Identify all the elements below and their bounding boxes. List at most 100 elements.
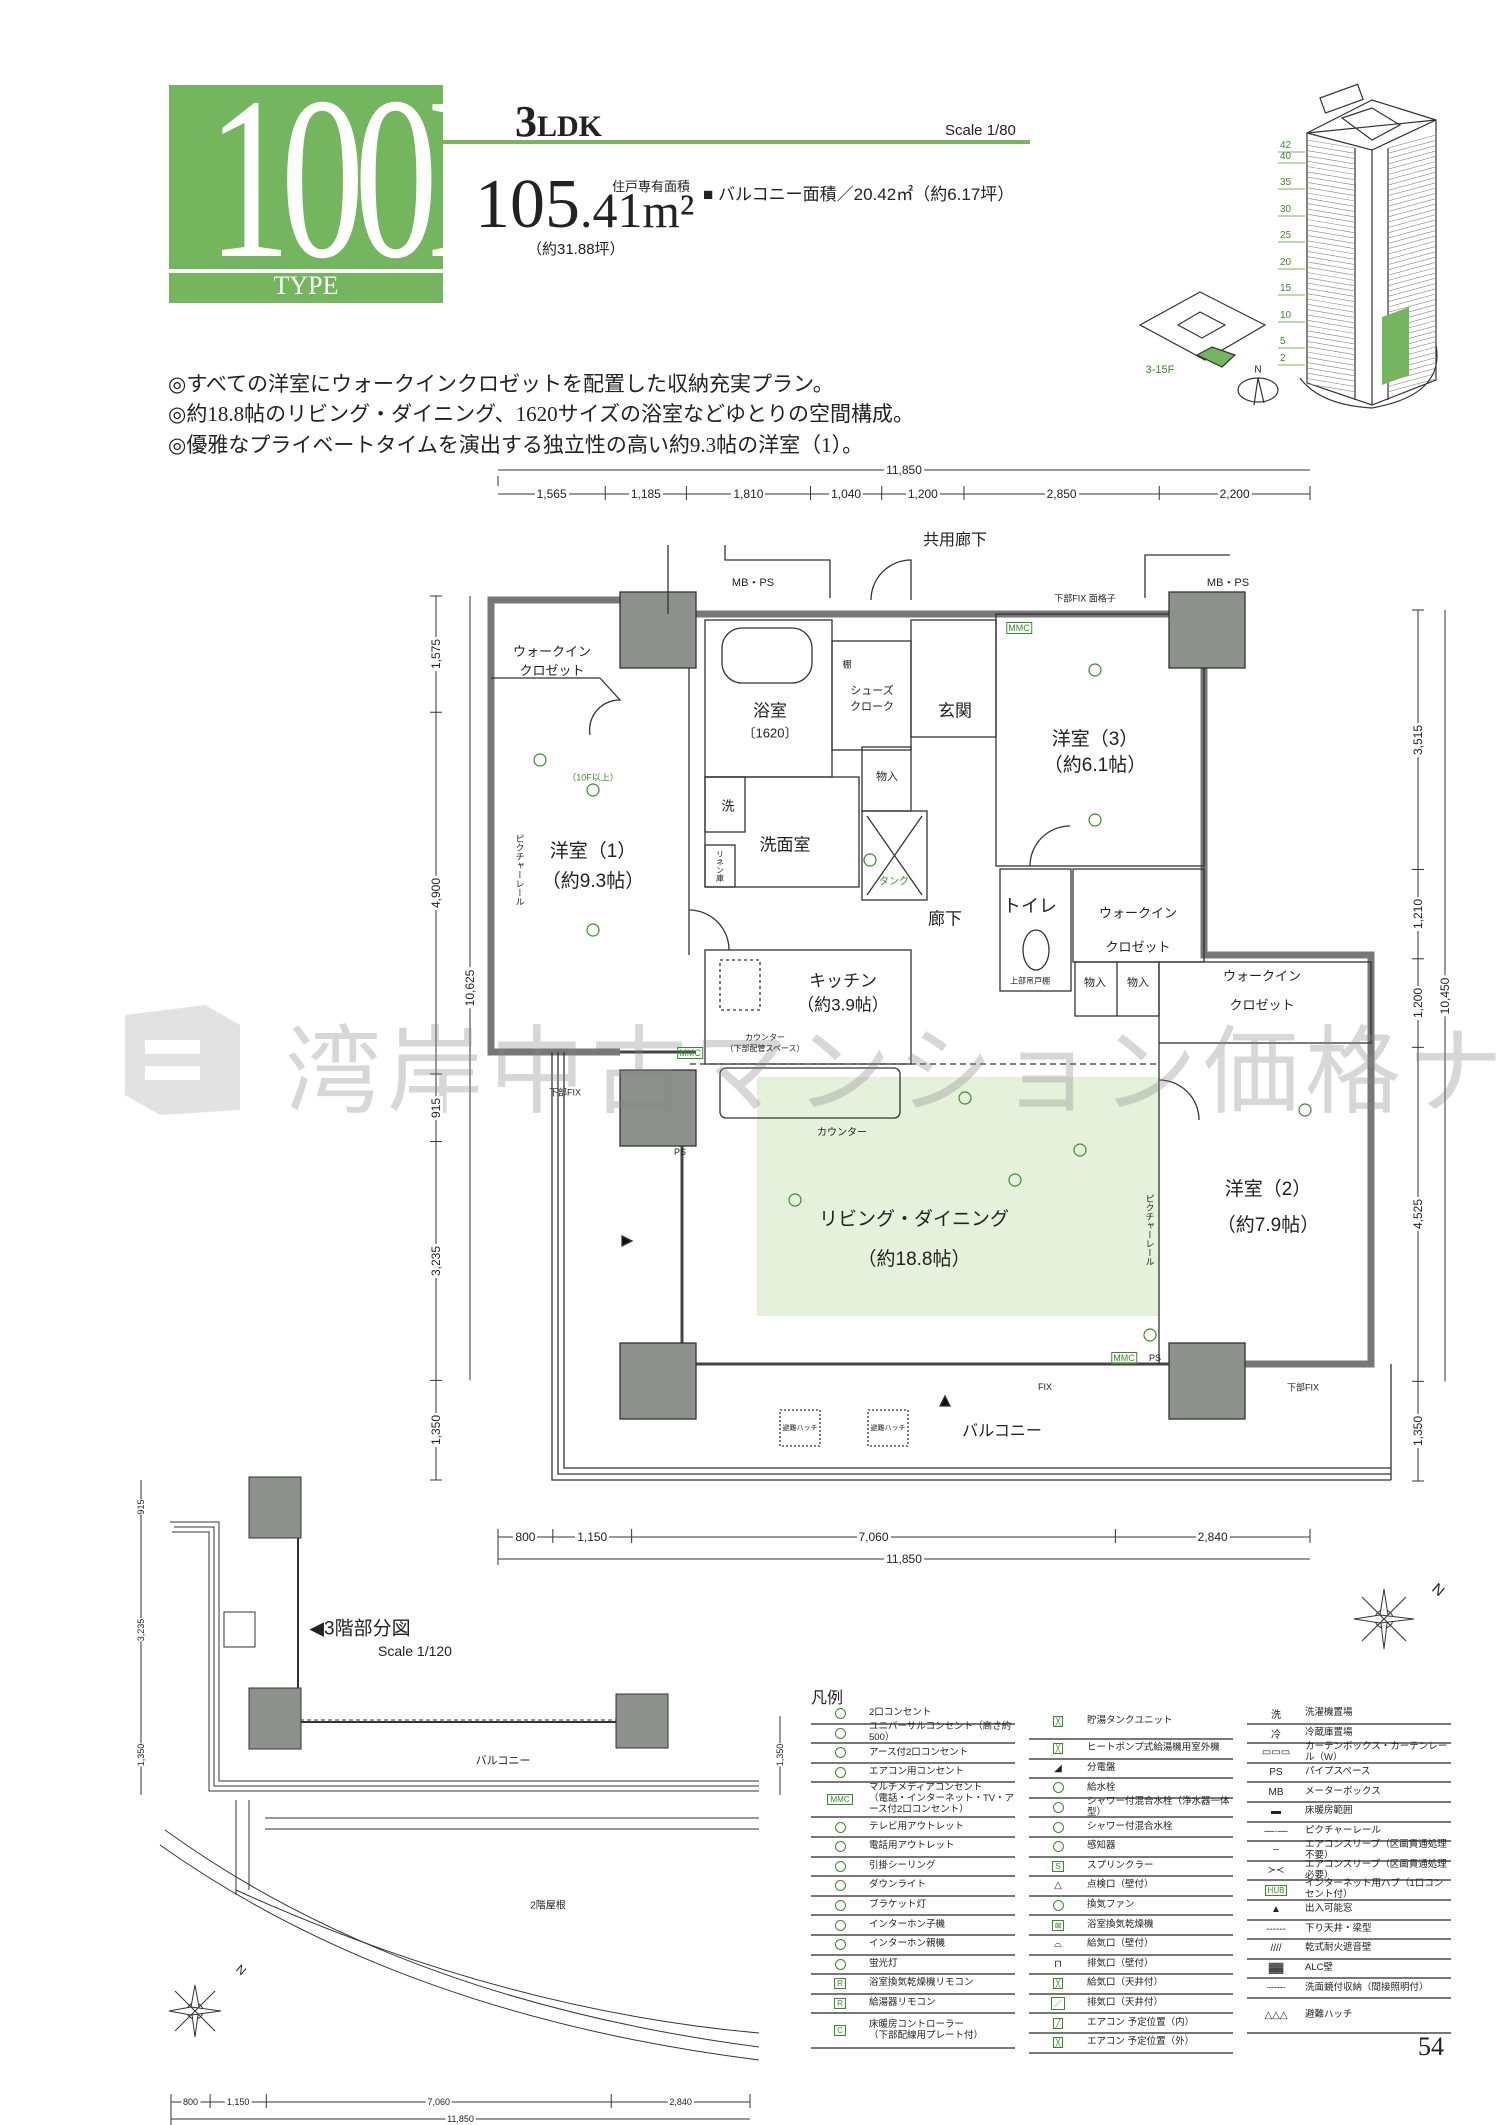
area-int: 105 [475, 166, 580, 243]
legend-symbol-icon [811, 1880, 869, 1892]
legend-label: 給水栓 [1087, 1781, 1116, 1793]
legend-label: 給気口（壁付） [1087, 1938, 1154, 1950]
floor-label: 25 [1280, 230, 1292, 241]
legend-symbol-icon: ▓▓ [1247, 1963, 1305, 1974]
legend-label: 給気口（天井付） [1087, 1977, 1164, 1989]
legend-label: エアコン 予定位置（外） [1087, 2036, 1195, 2048]
floor-label: 2 [1280, 353, 1286, 364]
symbol-glyph [834, 1727, 846, 1739]
legend-label: 2口コンセント [869, 1707, 932, 1719]
legend-symbol-icon: R [811, 1978, 869, 1990]
room-wic2: ウォークイン [1222, 968, 1302, 984]
dimension-label: 800 [513, 1530, 538, 1544]
symbol-glyph: ／ [1051, 1997, 1065, 2011]
counter-label: カウンター [817, 1127, 867, 1139]
legend-symbol-icon: ------ [1247, 1924, 1305, 1935]
symbol-glyph [1052, 1782, 1064, 1794]
legend-symbol-icon [811, 1860, 869, 1872]
legend-symbol-icon [1029, 1821, 1087, 1833]
balcony-rails [551, 1052, 1392, 1481]
partial-balcony-label: バルコニー [475, 1755, 531, 1767]
legend-label: パイプスペース [1305, 1766, 1371, 1778]
symbol-glyph [1052, 1900, 1064, 1912]
dimension-label: 1,200 [1411, 986, 1425, 1021]
legend-item: ▓▓ALC壁 [1247, 1960, 1451, 1980]
floor-plate [1138, 291, 1267, 361]
symbol-glyph: ▓▓ [1268, 1963, 1284, 1975]
symbol-glyph: ┄ [1272, 1845, 1280, 1857]
legend-label: 電話用アウトレット [869, 1840, 955, 1852]
symbol-glyph: ▬ [1271, 1806, 1281, 1818]
symbol-glyph [834, 1747, 846, 1759]
legend-symbol-icon [811, 1958, 869, 1970]
dimension-label: 2,200 [1217, 487, 1252, 501]
picture-rail-label: ピクチャーレール [1144, 1194, 1155, 1266]
room-western1-size: （約9.3帖） [541, 871, 645, 893]
feature-bullet: ◎すべての洋室にウォークインクロゼットを配置した収納充実プラン。 [168, 372, 834, 396]
floor-plan [487, 545, 1392, 1481]
legend-item: ╳ヒートポンプ式給湯機用室外機 [1029, 1740, 1233, 1760]
symbol-glyph: ◢ [1054, 1762, 1062, 1774]
legend-label: エアコンスリーブ（区画貫通処理不要） [1305, 1839, 1447, 1861]
symbol-glyph: ╳ [1052, 1743, 1064, 1755]
partial-plan-scale: Scale 1/120 [378, 1643, 452, 1659]
symbol-glyph [834, 1939, 846, 1951]
symbol-glyph [834, 1919, 846, 1931]
legend-symbol-icon: R [811, 1998, 869, 2010]
legend-item: ┄ エアコンスリーブ（区画貫通処理不要） [1247, 1839, 1451, 1862]
column [248, 1476, 302, 1539]
unit-plate-highlight [1195, 346, 1237, 368]
legend-item: ▲出入可能窓 [1247, 1901, 1451, 1921]
legend-label: アース付2口コンセント [869, 1746, 969, 1758]
floor-heating-area [757, 1077, 1159, 1316]
dimension-label: 1,185 [628, 487, 663, 501]
column [619, 1342, 697, 1420]
type-code: 100E [207, 85, 443, 303]
legend-item: 冷冷蔵庫置場 [1247, 1725, 1451, 1745]
legend-symbol-icon [811, 1841, 869, 1853]
mmc-outlet: MMC [1111, 1352, 1137, 1364]
exterior-wall [487, 596, 620, 1056]
dimension-label: 7,060 [425, 2097, 453, 2107]
symbol-glyph: 冷 [1271, 1729, 1281, 1741]
room-western3-size: （約6.1帖） [1043, 755, 1147, 777]
room-storage: 物入 [1084, 977, 1106, 989]
legend-symbol-icon: S [1029, 1860, 1087, 1872]
legend-symbol-icon: ⊠ [1029, 1919, 1087, 1931]
building-diagram [1138, 83, 1438, 409]
room-entrance: 玄関 [938, 701, 972, 721]
symbol-glyph: //// [1270, 1943, 1282, 1955]
legend-symbol-icon: —·— [1247, 1826, 1305, 1837]
sprinkler-note: （10F以上） [567, 772, 619, 783]
column [619, 1069, 697, 1147]
legend-label: 床暖房範囲 [1305, 1805, 1353, 1817]
area-tsubo: （約31.88坪） [527, 241, 625, 258]
legend-symbol-icon [811, 1939, 869, 1951]
legend-item: テレビ用アウトレット [811, 1818, 1015, 1838]
legend-label: テレビ用アウトレット [869, 1820, 965, 1832]
dimension-label: 2,840 [667, 2097, 694, 2107]
compass-icon [168, 1984, 222, 2038]
floor-label: 42 [1280, 140, 1292, 151]
ps-label: PS [673, 1147, 687, 1157]
legend-label: 出入可能窓 [1305, 1903, 1353, 1915]
room-wic3: ウォークイン [1098, 905, 1178, 921]
symbol-glyph: ▭▭▭ [1261, 1747, 1291, 1759]
legend-item: 洗洗濯機置場 [1247, 1705, 1451, 1725]
title-rule [443, 140, 1030, 144]
legend-symbol-icon: HUB [1247, 1884, 1305, 1896]
symbol-glyph: 洗 [1271, 1710, 1281, 1722]
legend-title: 凡例 [811, 1690, 844, 1707]
area-dec: .41 [580, 182, 643, 238]
legend-label: ダウンライト [869, 1879, 927, 1891]
legend-symbol-icon: ▭▭▭ [1247, 1747, 1305, 1758]
legend-item: ユニバーサルコンセント（高さ約500） [811, 1722, 1015, 1745]
symbol-glyph: ⊓ [1054, 1958, 1062, 1970]
column [248, 1687, 302, 1750]
legend-item: シャワー付混合水栓 [1029, 1818, 1233, 1838]
mbps-label: MB・PS [1206, 577, 1250, 589]
symbol-glyph: ≻≺ [1267, 1865, 1285, 1877]
